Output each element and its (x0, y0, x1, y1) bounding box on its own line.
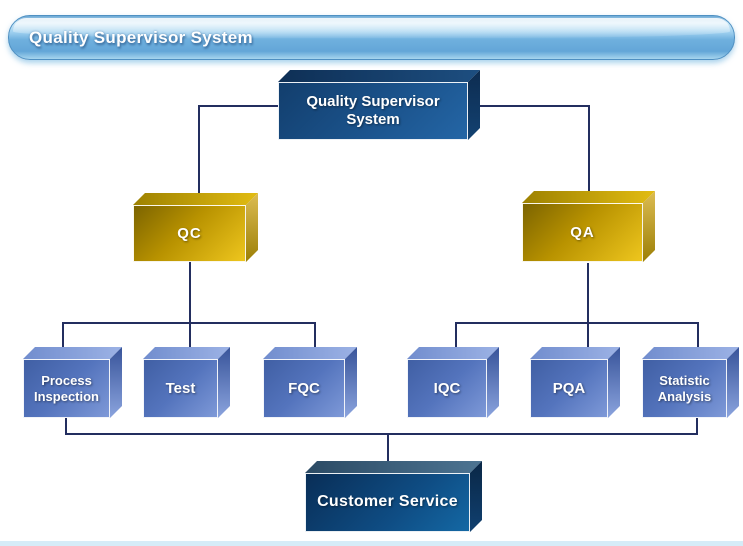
node-qc-face: QC (133, 205, 246, 262)
node-process-inspection-side-face (110, 347, 122, 418)
node-fqc: FQC (263, 347, 357, 418)
edge-qa-bus (455, 322, 699, 324)
node-qc: QC (133, 193, 258, 262)
node-qa-side-face (643, 191, 655, 262)
bottom-strip (0, 541, 743, 546)
node-qc-label: QC (177, 224, 202, 242)
node-fqc-face: FQC (263, 359, 345, 418)
edge-drop-statistic-analysis (697, 322, 699, 349)
node-test: Test (143, 347, 230, 418)
node-test-label: Test (165, 379, 196, 397)
edge-root-qa-horizontal (480, 105, 590, 107)
edge-drop-iqc (455, 322, 457, 349)
node-pqa-top-face (530, 347, 620, 359)
node-iqc-top-face (407, 347, 499, 359)
node-iqc-side-face (487, 347, 499, 418)
node-customer-service-top-face (305, 461, 482, 473)
node-statistic-analysis-face: Statistic Analysis (642, 359, 727, 418)
node-customer-service: Customer Service (305, 461, 482, 532)
edge-drop-pqa (587, 322, 589, 349)
node-root-side-face (468, 70, 480, 140)
node-qa: QA (522, 191, 655, 262)
node-root-top-face (278, 70, 480, 82)
node-fqc-label: FQC (288, 379, 320, 397)
edge-root-qa-vertical (588, 105, 590, 192)
edge-drop-process-inspection (62, 322, 64, 349)
node-statistic-analysis-label: Statistic Analysis (657, 373, 712, 404)
node-statistic-analysis-side-face (727, 347, 739, 418)
edge-qc-stem (189, 262, 191, 324)
edge-root-qc-vertical (198, 105, 200, 194)
page-title: Quality Supervisor System (29, 27, 253, 47)
node-qa-top-face (522, 191, 655, 203)
edge-statistic-analysis-down (696, 418, 698, 435)
node-process-inspection-label: Process Inspection (33, 373, 99, 404)
node-pqa-side-face (608, 347, 620, 418)
node-customer-service-face: Customer Service (305, 473, 470, 532)
node-root-face: Quality Supervisor System (278, 82, 468, 140)
node-root-label: Quality Supervisor System (306, 93, 440, 128)
node-pqa: PQA (530, 347, 620, 418)
node-customer-service-label: Customer Service (317, 493, 458, 511)
node-fqc-side-face (345, 347, 357, 418)
node-pqa-face: PQA (530, 359, 608, 418)
node-test-top-face (143, 347, 230, 359)
node-test-side-face (218, 347, 230, 418)
node-root: Quality Supervisor System (278, 70, 480, 140)
node-customer-service-side-face (470, 461, 482, 532)
title-banner: Quality Supervisor System (8, 15, 735, 60)
node-qc-top-face (133, 193, 258, 205)
edge-qa-stem (587, 263, 589, 324)
node-process-inspection-face: Process Inspection (23, 359, 110, 418)
node-test-face: Test (143, 359, 218, 418)
node-process-inspection-top-face (23, 347, 122, 359)
edge-drop-test (189, 322, 191, 349)
edge-bottom-bus (65, 433, 698, 435)
node-statistic-analysis-top-face (642, 347, 739, 359)
node-qc-side-face (246, 193, 258, 262)
node-iqc-label: IQC (433, 379, 461, 397)
node-process-inspection: Process Inspection (23, 347, 122, 418)
node-statistic-analysis: Statistic Analysis (642, 347, 739, 418)
node-iqc-face: IQC (407, 359, 487, 418)
edge-drop-fqc (314, 322, 316, 349)
node-fqc-top-face (263, 347, 357, 359)
edge-root-qc-horizontal (198, 105, 278, 107)
edge-customer-service-drop (387, 433, 389, 467)
node-pqa-label: PQA (552, 379, 586, 397)
node-qa-label: QA (570, 223, 595, 241)
node-iqc: IQC (407, 347, 499, 418)
edge-process-inspection-down (65, 418, 67, 435)
node-qa-face: QA (522, 203, 643, 262)
